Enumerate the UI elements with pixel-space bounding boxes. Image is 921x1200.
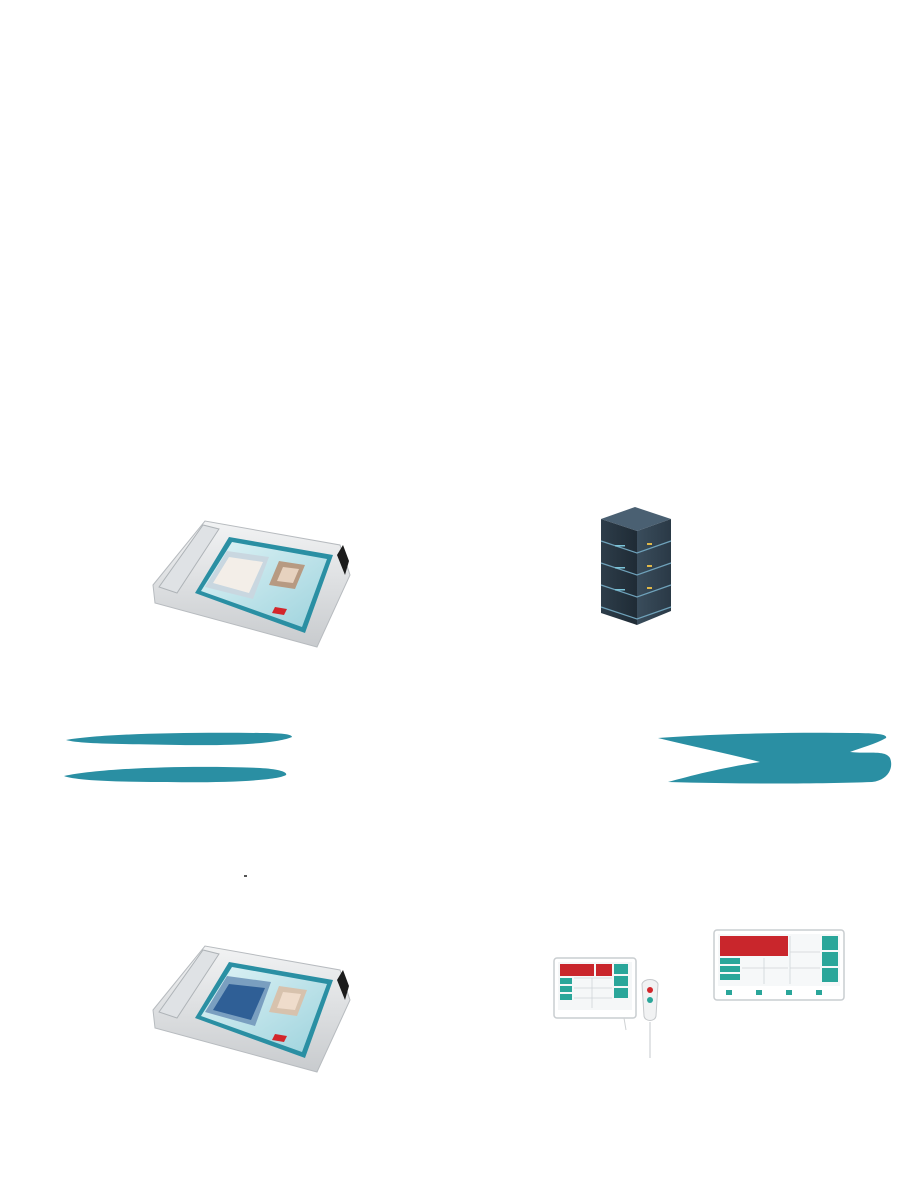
teal-stroke-left (60, 728, 300, 795)
ward-display-icon (712, 928, 847, 1003)
server-rack-icon (595, 503, 675, 628)
teal-stroke-right (650, 728, 900, 795)
tiny-mark (244, 875, 247, 877)
bedside-tablet-icon (552, 950, 672, 1060)
desk-video-phone-icon (145, 515, 360, 655)
desk-video-phone-icon (145, 940, 360, 1080)
